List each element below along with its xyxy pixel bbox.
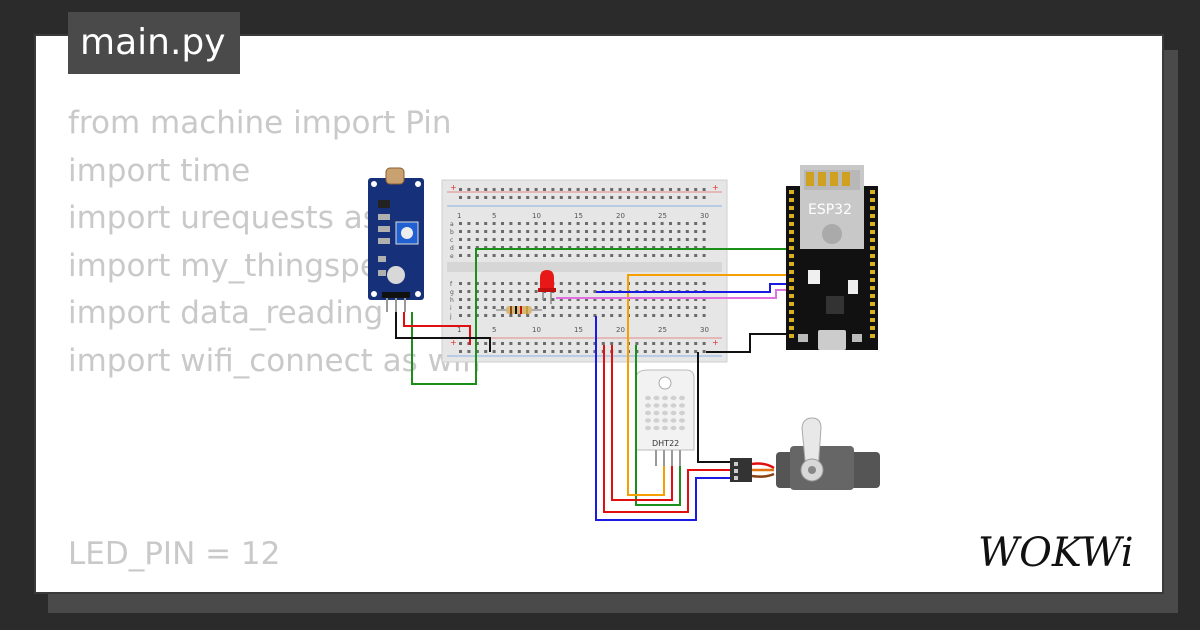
svg-text:+: +	[712, 338, 719, 347]
code-line: from machine import Pin	[68, 105, 452, 141]
breadboard-row-letters: a b c d e f g h i j	[449, 221, 454, 320]
resistor[interactable]	[496, 306, 542, 314]
bb-num: 1	[457, 326, 461, 334]
esp32-pins	[789, 190, 875, 338]
bb-num: 10	[532, 326, 541, 334]
wokwi-logo-text: WOKWi	[978, 530, 1134, 576]
svg-text:g: g	[450, 289, 454, 296]
code-line: import wifi_connect as wifi	[68, 342, 482, 379]
bb-num: 30	[700, 212, 709, 220]
code-line: import urequests as	[68, 200, 379, 236]
code-line: import my_thingspe	[68, 247, 379, 284]
svg-text:f: f	[450, 281, 453, 288]
led[interactable]	[538, 270, 556, 304]
svg-text:i: i	[450, 305, 452, 312]
esp32-label: ESP32	[808, 202, 852, 218]
bb-num: 30	[700, 326, 709, 334]
svg-text:+: +	[450, 183, 457, 192]
dht-grill	[645, 395, 685, 431]
esp32-board[interactable]: ESP32	[786, 165, 878, 350]
svg-text:d: d	[450, 245, 454, 252]
svg-text:b: b	[450, 229, 454, 236]
bb-num: 5	[492, 212, 496, 220]
bb-num: 25	[658, 326, 667, 334]
bb-num: 20	[616, 326, 625, 334]
bb-num: 20	[616, 212, 625, 220]
svg-text:+: +	[450, 338, 457, 347]
wires	[395, 248, 786, 521]
svg-text:a: a	[450, 221, 454, 228]
code-editor: from machine import Pin import time impo…	[68, 100, 481, 385]
bb-num: 15	[574, 212, 583, 220]
code-line: import time	[68, 152, 251, 189]
svg-text:e: e	[450, 253, 454, 260]
svg-text:+: +	[712, 183, 719, 192]
breadboard[interactable]: + + + + 1 5 10 15 20 25 30 1 5 10 15 20 …	[441, 179, 728, 363]
bb-num: 10	[532, 212, 541, 220]
svg-text:h: h	[450, 297, 454, 304]
bb-num: 1	[457, 212, 461, 220]
light-sensor-module[interactable]	[368, 167, 424, 312]
breadboard-column-numbers: 1 5 10 15 20 25 30 1 5 10 15 20 25 30	[457, 212, 709, 334]
svg-text:c: c	[450, 237, 453, 244]
svg-text:j: j	[449, 313, 452, 320]
dht22-label: DHT22	[652, 439, 679, 448]
code-line-led-pin: LED_PIN = 12	[68, 536, 281, 572]
servo-motor[interactable]	[730, 417, 880, 490]
bb-num: 15	[574, 326, 583, 334]
code-line: import data_reading	[68, 295, 384, 331]
bb-num: 5	[492, 326, 496, 334]
file-tab[interactable]: main.py	[68, 12, 240, 74]
bb-num: 25	[658, 212, 667, 220]
dht22-sensor[interactable]: DHT22	[635, 369, 695, 466]
wokwi-logo: WOKWi	[978, 530, 1134, 576]
